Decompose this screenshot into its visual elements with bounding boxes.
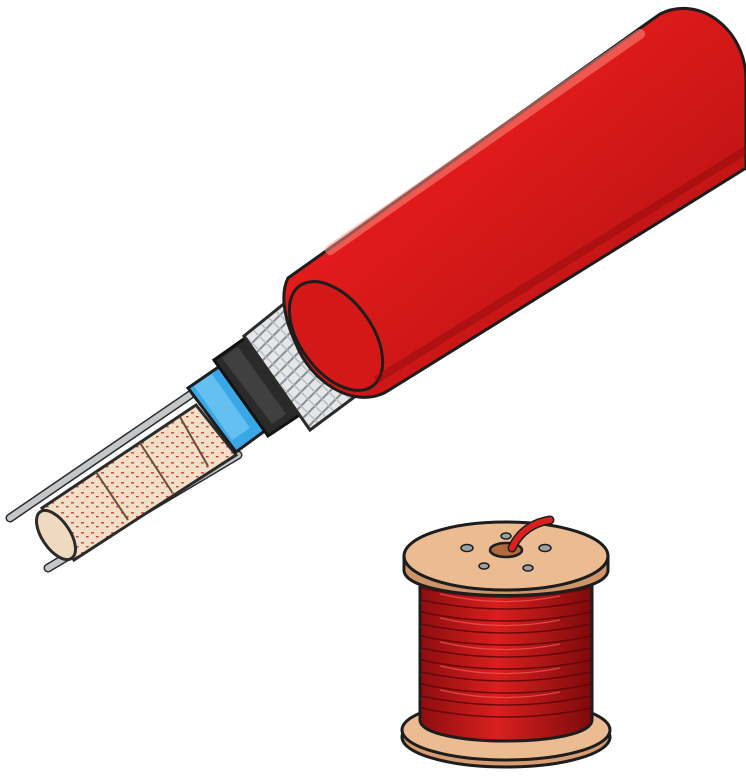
wire-spool xyxy=(402,520,610,767)
outer-jacket xyxy=(270,8,746,407)
spool-top-flange xyxy=(404,522,608,596)
heating-cable xyxy=(10,8,746,568)
